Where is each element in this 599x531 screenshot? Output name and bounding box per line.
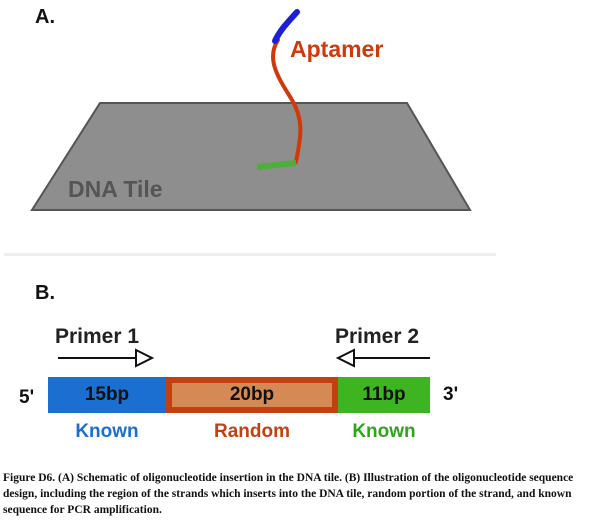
primer-2-label: Primer 2	[335, 325, 420, 348]
dna-tile-label: DNA Tile	[68, 176, 163, 202]
primer-2-arrow	[335, 348, 430, 368]
primer-1-label: Primer 1	[55, 325, 140, 348]
aptamer-anchor	[256, 160, 297, 170]
primer-1-arrow	[58, 348, 155, 368]
segment-20bp-kind: Random	[214, 421, 290, 442]
panel-divider	[4, 253, 496, 256]
segment-15bp-kind: Known	[75, 421, 139, 442]
segment-11bp-kind: Known	[352, 421, 416, 442]
panel-b-label: B.	[35, 282, 55, 304]
dna-tile	[30, 102, 472, 211]
figure-caption: Figure D6. (A) Schematic of oligonucleot…	[3, 472, 574, 516]
aptamer-tip	[272, 9, 300, 44]
three-prime-label: 3'	[443, 384, 459, 405]
segment-11bp: 11bp	[338, 377, 430, 413]
panel-a-label: A.	[35, 6, 55, 28]
dna-tile-diagram	[30, 9, 472, 211]
five-prime-label: 5'	[19, 387, 35, 408]
segment-15bp: 15bp	[48, 377, 166, 413]
primer-arrows	[58, 348, 430, 368]
segment-20bp: 20bp	[166, 377, 338, 413]
aptamer-label: Aptamer	[290, 36, 384, 62]
aptamer-strand	[271, 38, 303, 164]
